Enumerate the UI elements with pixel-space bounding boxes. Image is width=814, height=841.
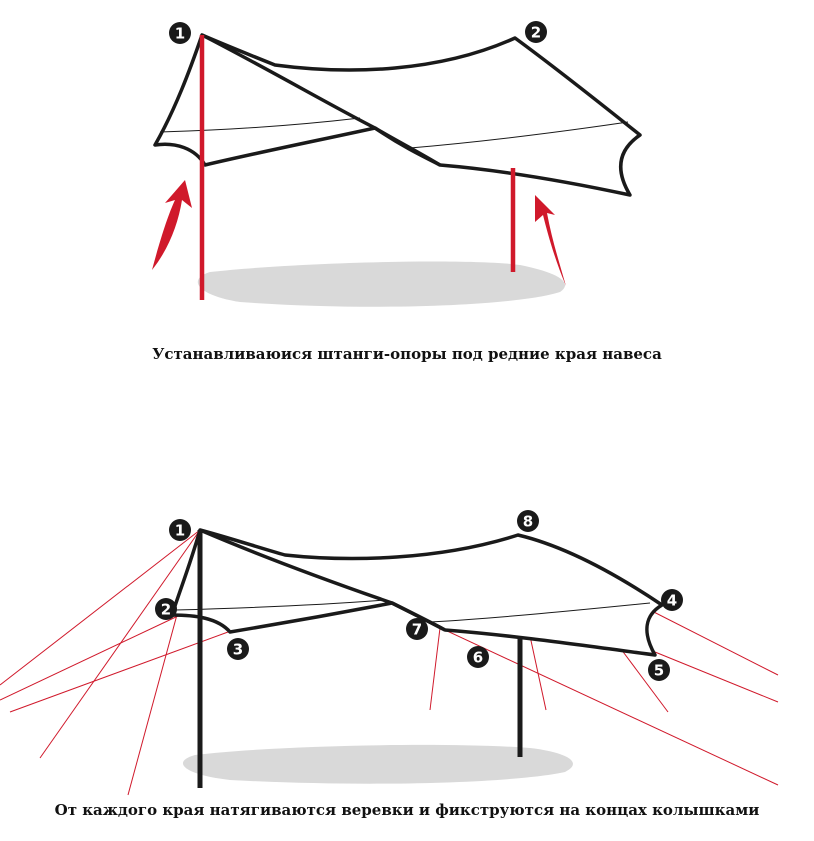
step-1-illustration: 1 2 xyxy=(152,21,642,307)
svg-text:7: 7 xyxy=(412,621,422,639)
tarp xyxy=(153,33,642,197)
marker-1: 1 xyxy=(169,519,191,541)
tarp-seam-right xyxy=(409,121,629,149)
lift-arrow-right-icon xyxy=(535,195,566,286)
svg-text:2: 2 xyxy=(531,24,541,42)
ground-shadow xyxy=(182,744,573,784)
marker-3: 3 xyxy=(227,638,249,660)
svg-text:1: 1 xyxy=(175,522,185,540)
step-1-caption: Устанавливаюися штанги-опоры под редние … xyxy=(152,345,662,363)
marker-2: 2 xyxy=(155,598,177,620)
lift-arrow-left-icon xyxy=(152,180,192,270)
tarp xyxy=(170,528,664,657)
svg-text:2: 2 xyxy=(161,601,171,619)
step-2-caption: От каждого края натягиваются веревки и ф… xyxy=(54,801,760,819)
marker-4: 4 xyxy=(661,589,683,611)
tarp-seam-right xyxy=(429,602,651,623)
marker-6: 6 xyxy=(467,646,489,668)
step-1-panel: 1 2 Устанавливаюися штанги-опоры под ред… xyxy=(0,0,814,400)
svg-text:6: 6 xyxy=(473,649,483,667)
tarp-seam-left xyxy=(159,117,361,133)
tarp-fold-edge xyxy=(199,528,446,632)
marker-5: 5 xyxy=(648,659,670,681)
svg-text:8: 8 xyxy=(523,513,533,531)
svg-text:3: 3 xyxy=(233,641,243,659)
step-2-panel: 1 2 3 4 5 6 7 8 От каждого кр xyxy=(0,400,814,841)
svg-text:4: 4 xyxy=(667,592,677,610)
step-2-illustration: 1 2 3 4 5 6 7 8 xyxy=(0,510,779,796)
marker-7: 7 xyxy=(406,618,428,640)
svg-text:1: 1 xyxy=(175,25,185,43)
marker-1: 1 xyxy=(169,22,191,44)
ground-shadow xyxy=(197,261,566,307)
marker-8: 8 xyxy=(517,510,539,532)
marker-2: 2 xyxy=(525,21,547,43)
svg-text:5: 5 xyxy=(654,662,664,680)
